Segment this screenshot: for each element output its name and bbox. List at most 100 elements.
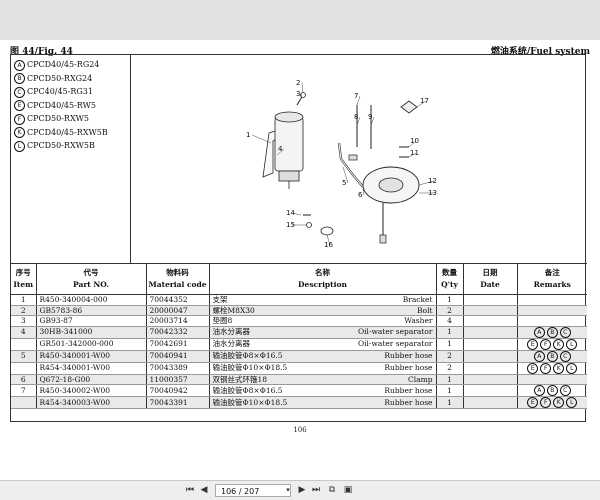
description-zh: 油水分离器 (212, 339, 251, 349)
view-mode-icon[interactable]: ⧉ (328, 485, 336, 495)
description-zh: 油水分离器 (212, 327, 251, 337)
remark-model-icon: A (533, 350, 545, 362)
callout-number: 17 (420, 97, 429, 105)
callout-number: 9 (368, 113, 372, 121)
model-name: CPCD50-RXW5B (27, 141, 95, 150)
cell-description: 输油胶管Φ8×Φ16.5 Rubber hose (208, 350, 436, 363)
description-zh: 螺栓M8X30 (212, 305, 255, 315)
cell-date (462, 362, 517, 375)
remark-model-icon: B (546, 326, 558, 338)
cell-material: 70040941 (145, 350, 209, 363)
cell-material: 70042691 (145, 338, 209, 351)
cell-item: 4 (11, 326, 36, 339)
cell-material: 70043391 (145, 396, 209, 410)
cell-qty: 1 (435, 396, 463, 410)
cell-item: 3 (11, 315, 36, 327)
clamp-shape (348, 154, 358, 161)
next-page-button[interactable]: ▶ (298, 485, 306, 495)
callout-leader (300, 93, 303, 100)
separator-housing (274, 116, 304, 172)
remark-model-icon: L (566, 338, 578, 350)
description-en: Rubber hose (384, 351, 433, 361)
cell-material: 70043389 (145, 362, 209, 375)
first-page-button[interactable]: ⏮ (185, 485, 195, 495)
description-en: Oil-water separator (357, 327, 433, 337)
callout-leader (356, 116, 361, 126)
description-zh: 输油胶管Φ8×Φ16.5 (212, 351, 283, 361)
last-page-button[interactable]: ⏭ (311, 485, 321, 495)
prev-page-button[interactable]: ◀ (200, 485, 208, 495)
model-letter-icon: A (14, 59, 25, 71)
filter-strainer (379, 234, 387, 244)
callout-leader (370, 116, 375, 126)
cell-item (11, 362, 36, 375)
cell-date (462, 396, 517, 410)
separator-cap (274, 111, 304, 123)
model-name: CPCD40/45-RG24 (27, 60, 100, 69)
fit-page-icon[interactable]: ▣ (343, 485, 353, 495)
description-en: Clamp (407, 374, 433, 384)
viewer-top-bar (0, 0, 600, 40)
callout-leader (291, 212, 302, 216)
callout-number: 10 (410, 137, 419, 145)
cell-remarks (516, 374, 587, 386)
cell-material: 20000047 (145, 305, 209, 317)
model-letter-icon: E (14, 100, 25, 111)
cell-qty: 2 (435, 362, 463, 375)
page-dropdown-icon[interactable]: ▾ (286, 486, 290, 494)
remark-model-icon: E (527, 338, 539, 350)
remark-model-icon: K (553, 338, 565, 350)
callout-leader (408, 152, 417, 158)
description-zh: 垫圈8 (212, 316, 233, 326)
callout-leader (251, 134, 272, 144)
remark-model-icon: C (559, 326, 571, 338)
description-en: Oil-water separator (357, 339, 433, 349)
model-letter-icon: F (14, 113, 25, 125)
callout-number: 15 (286, 221, 295, 229)
model-name: CPCD50-RXG24 (27, 73, 93, 83)
grommet-16 (320, 226, 334, 236)
description-en: Bolt (417, 305, 433, 315)
remark-model-icon: K (553, 362, 565, 374)
page-input[interactable]: 106 / 207 (215, 484, 291, 497)
cell-item: 7 (11, 384, 36, 398)
callout-number: 2 (296, 79, 300, 87)
filler-cap (400, 100, 418, 114)
cell-qty: 1 (435, 294, 463, 306)
cell-material: 70040942 (145, 384, 209, 398)
cell-date (462, 326, 517, 339)
cell-date (462, 338, 517, 351)
remark-model-icon: A (533, 326, 545, 338)
remark-model-icon: C (559, 350, 571, 362)
callout-number: 3 (296, 90, 300, 98)
description-en: Rubber hose (384, 386, 433, 396)
